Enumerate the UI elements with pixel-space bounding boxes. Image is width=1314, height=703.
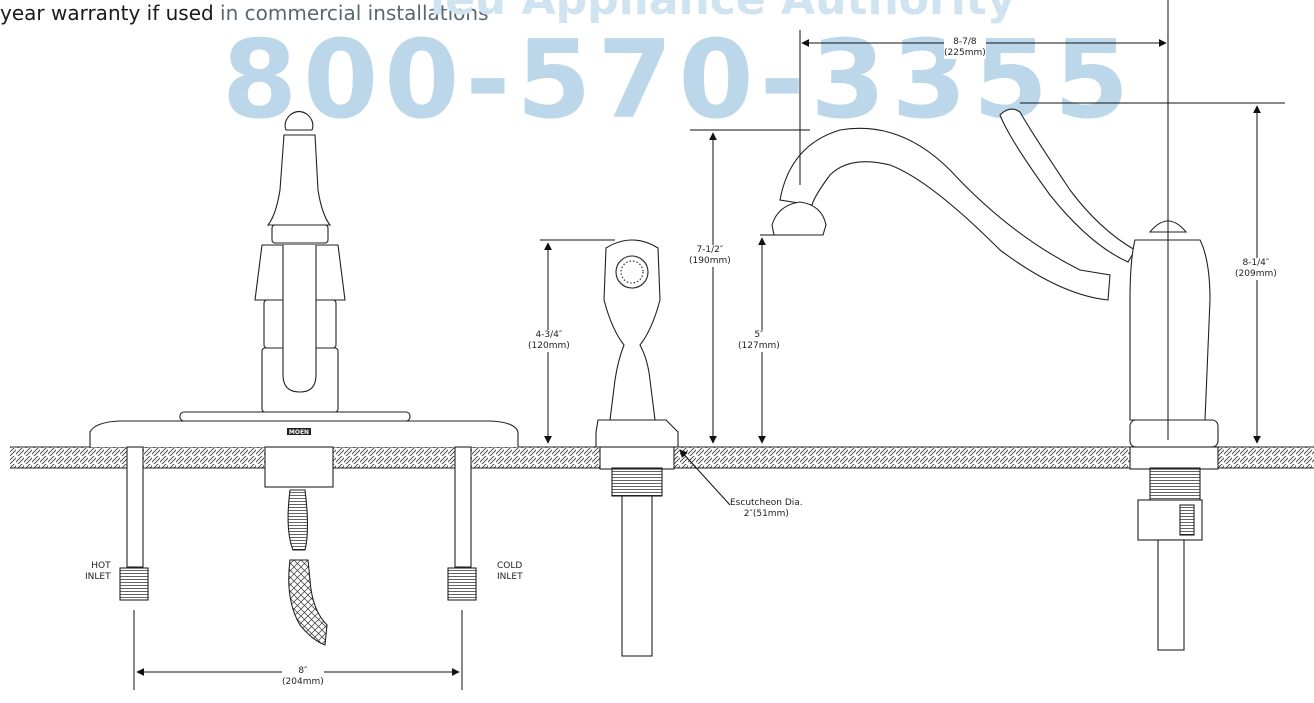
dim-spout-clearance-metric: (127mm)	[738, 341, 780, 351]
dim-spout-height-metric: (190mm)	[689, 256, 731, 266]
dim-spray-height-metric: (120mm)	[528, 341, 570, 351]
dim-spray-height-value: 4-3/4″	[535, 330, 563, 340]
watermark-brand: ieu Appliance Authority	[430, 0, 1016, 25]
dim-escutcheon-metric: 2″(51mm)	[743, 509, 789, 519]
hot-inlet-label: HOT INLET	[85, 561, 111, 583]
hot-inlet-label-line1: HOT	[91, 561, 111, 571]
warranty-text: year warranty if used in commercial inst…	[0, 1, 489, 25]
cold-inlet-label-line1: COLD	[497, 561, 523, 571]
brand-plate: MOEN	[288, 429, 310, 436]
dim-spout-clearance: 5″ (127mm)	[738, 330, 780, 352]
dim-handle-height: 8-1/4″ (209mm)	[1235, 258, 1277, 280]
dim-spout-reach-metric: (225mm)	[944, 48, 986, 58]
dim-handle-height-value: 8-1/4″	[1242, 258, 1270, 268]
dim-spout-clearance-value: 5″	[754, 330, 764, 340]
faucet-side-view	[771, 108, 1219, 651]
warranty-text-gray: in commercial installations	[213, 1, 489, 25]
dim-escutcheon: Escutcheon Dia. 2″(51mm)	[730, 498, 803, 520]
dim-spray-height: 4-3/4″ (120mm)	[528, 330, 570, 352]
side-spray	[595, 239, 679, 657]
dim-spout-height-value: 7-1/2″	[696, 245, 724, 255]
cold-inlet-label-line2: INLET	[497, 572, 523, 582]
faucet-front-view	[89, 110, 519, 646]
hot-inlet-label-line2: INLET	[85, 572, 111, 582]
dim-spout-height: 7-1/2″ (190mm)	[689, 245, 731, 267]
dim-spout-reach-value: 8-7/8	[953, 37, 977, 47]
cold-inlet-label: COLD INLET	[497, 561, 523, 583]
dim-handle-height-metric: (209mm)	[1235, 269, 1277, 279]
dim-escutcheon-value: Escutcheon Dia.	[730, 498, 803, 508]
dim-inlet-spacing: 8″ (204mm)	[282, 666, 324, 688]
dim-inlet-spacing-value: 8″	[298, 666, 308, 676]
warranty-text-dark: year warranty if used	[0, 1, 214, 25]
dim-spout-reach: 8-7/8 (225mm)	[944, 37, 986, 59]
dim-inlet-spacing-metric: (204mm)	[282, 677, 324, 687]
